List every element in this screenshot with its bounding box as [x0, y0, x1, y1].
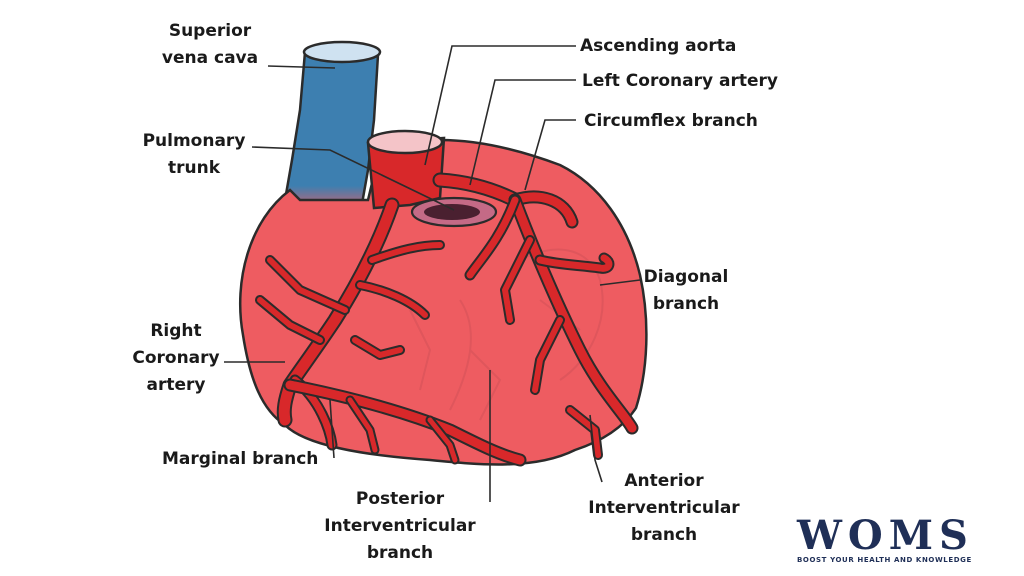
label-posterior-interventricular-branch: Posterior Interventricular branch — [324, 489, 476, 563]
aorta-opening — [366, 129, 444, 155]
heart-body — [239, 138, 648, 466]
logo-wordmark: WOMS — [797, 512, 974, 559]
label-circumflex-branch: Circumflex branch — [584, 111, 758, 131]
superior-vena-cava — [283, 50, 380, 217]
label-ascending-aorta: Ascending aorta — [580, 36, 737, 56]
label-right-coronary-artery: Right Coronary artery — [132, 321, 220, 395]
coronary-arteries — [255, 172, 639, 467]
vena-cava-opening — [302, 40, 382, 64]
pulmonary-trunk-lumen — [424, 204, 480, 220]
label-superior-vena-cava: Superior vena cava — [161, 21, 259, 68]
leader-pulmonary-trunk — [251, 146, 455, 211]
woms-logo: WOMS BOOST YOUR HEALTH AND KNOWLEDGE — [797, 516, 1011, 568]
leader-circumflex-branch — [524, 119, 576, 191]
label-pulmonary-trunk: Pulmonary trunk — [142, 131, 246, 178]
label-left-coronary-artery: Left Coronary artery — [582, 71, 778, 91]
label-diagonal-branch: Diagonal branch — [643, 267, 729, 314]
leader-superior-vena-cava — [267, 65, 336, 69]
leader-diagonal-branch — [599, 279, 641, 286]
leader-anterior-interventricular — [589, 414, 603, 483]
logo-tagline: BOOST YOUR HEALTH AND KNOWLEDGE — [797, 556, 972, 564]
label-marginal-branch: Marginal branch — [162, 449, 319, 469]
leader-left-coronary-artery — [469, 79, 576, 186]
label-anterior-interventricular-branch: Anterior Interventricular branch — [588, 471, 740, 545]
leader-lines — [224, 45, 641, 502]
leader-ascending-aorta — [424, 45, 576, 166]
leader-marginal-branch — [329, 399, 335, 459]
